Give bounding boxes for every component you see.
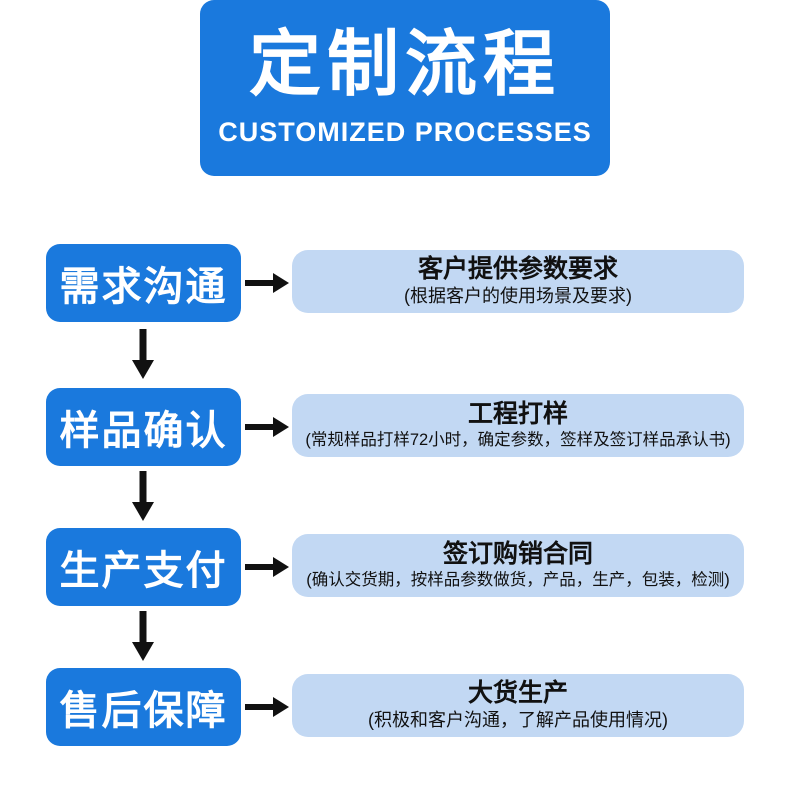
detail-title: 工程打样 xyxy=(467,400,568,429)
step-box-1: 需求沟通 xyxy=(46,244,241,322)
process-row-1: 需求沟通 客户提供参数要求 (根据客户的使用场景及要求) xyxy=(46,244,744,322)
header-banner: 定制流程 CUSTOMIZED PROCESSES xyxy=(200,0,610,176)
process-row-3: 生产支付 签订购销合同 (确认交货期，按样品参数做货，产品，生产，包装，检测) xyxy=(46,528,744,606)
page-subtitle: CUSTOMIZED PROCESSES xyxy=(218,116,592,147)
step-box-3: 生产支付 xyxy=(46,528,241,606)
detail-box-3: 签订购销合同 (确认交货期，按样品参数做货，产品，生产，包装，检测) xyxy=(292,534,744,597)
arrow-down-icon xyxy=(131,611,155,661)
detail-box-1: 客户提供参数要求 (根据客户的使用场景及要求) xyxy=(292,250,744,313)
process-row-4: 售后保障 大货生产 (积极和客户沟通，了解产品使用情况) xyxy=(46,668,744,746)
step-box-2: 样品确认 xyxy=(46,388,241,466)
arrow-right-icon xyxy=(241,416,292,438)
detail-box-2: 工程打样 (常规样品打样72小时，确定参数，签样及签订样品承认书) xyxy=(292,394,744,457)
detail-box-4: 大货生产 (积极和客户沟通，了解产品使用情况) xyxy=(292,674,744,737)
arrow-right-icon xyxy=(241,556,292,578)
arrow-down-icon xyxy=(131,471,155,521)
detail-title: 签订购销合同 xyxy=(442,540,593,569)
detail-title: 客户提供参数要求 xyxy=(417,255,618,284)
arrow-down-icon xyxy=(131,329,155,379)
arrow-right-icon xyxy=(241,696,292,718)
page-title: 定制流程 xyxy=(248,24,561,105)
detail-note: (根据客户的使用场景及要求) xyxy=(404,286,632,307)
step-box-4: 售后保障 xyxy=(46,668,241,746)
detail-note: (积极和客户沟通，了解产品使用情况) xyxy=(368,710,668,731)
detail-note: (常规样品打样72小时，确定参数，签样及签订样品承认书) xyxy=(305,430,731,449)
arrow-right-icon xyxy=(241,272,292,294)
detail-title: 大货生产 xyxy=(467,679,568,708)
process-row-2: 样品确认 工程打样 (常规样品打样72小时，确定参数，签样及签订样品承认书) xyxy=(46,388,744,466)
detail-note: (确认交货期，按样品参数做货，产品，生产，包装，检测) xyxy=(306,570,730,589)
